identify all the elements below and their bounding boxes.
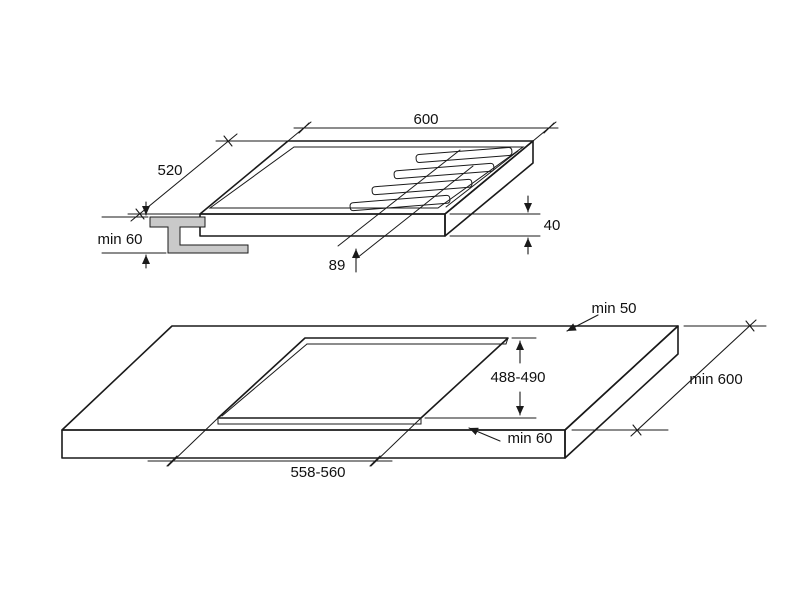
worktop-right-face xyxy=(564,325,679,459)
tick xyxy=(745,320,755,332)
leader-arrow xyxy=(566,314,599,332)
hob-width-label: 600 xyxy=(413,111,438,128)
extension-line xyxy=(167,417,219,467)
tick xyxy=(298,122,310,134)
leader-line xyxy=(356,165,474,259)
worktop-depth-label: min 600 xyxy=(689,371,742,388)
tick xyxy=(632,424,642,436)
dim-hob-depth: 520 xyxy=(127,133,289,222)
tick xyxy=(369,455,381,467)
burner-offset-label: 89 xyxy=(329,257,346,274)
hob-rim xyxy=(208,146,525,209)
hob-drawing xyxy=(199,140,534,237)
grate-bar xyxy=(393,162,495,180)
tick xyxy=(166,455,178,467)
dim-back-clearance: min 50 xyxy=(566,300,637,332)
dim-front-clearance: min 60 xyxy=(468,427,553,447)
worktop-top-face xyxy=(61,325,679,431)
cutout-width-label: 558-560 xyxy=(290,464,345,481)
back-clearance-label: min 50 xyxy=(591,300,636,317)
dim-hob-width: 600 xyxy=(287,111,559,142)
worktop-front-face xyxy=(61,429,566,459)
worktop-cutout xyxy=(217,337,509,419)
hob-height-label: 40 xyxy=(544,217,561,234)
worktop-drawing xyxy=(61,325,679,459)
side-clearance-label: min 60 xyxy=(97,231,142,248)
dim-cutout-depth: 488-490 xyxy=(424,337,546,419)
cutout-inner-edge xyxy=(505,337,509,345)
dimension-line xyxy=(630,319,757,437)
grate-bar xyxy=(415,146,513,164)
leader-line xyxy=(337,149,461,247)
dim-side-clearance: min 60 xyxy=(97,201,249,269)
cutout-inner-edge xyxy=(221,343,308,417)
hob-right-face xyxy=(444,140,534,237)
cutout-depth-label: 488-490 xyxy=(490,369,545,386)
hob-depth-label: 520 xyxy=(157,162,182,179)
grate-bar xyxy=(371,178,473,196)
tick xyxy=(543,122,555,134)
bracket-profile xyxy=(149,216,249,254)
grate-bars xyxy=(349,146,519,212)
tick xyxy=(223,135,233,147)
dim-worktop-depth: min 600 xyxy=(571,319,767,437)
front-clearance-label: min 60 xyxy=(507,430,552,447)
dim-cutout-width: 558-560 xyxy=(147,417,422,481)
extension-line xyxy=(370,417,422,467)
grate-rail xyxy=(445,150,519,208)
dim-hob-height: 40 xyxy=(449,195,561,255)
hob-top-face xyxy=(199,140,534,215)
leader-arrow xyxy=(468,427,501,442)
grate-bar xyxy=(349,194,451,212)
dim-burner-offset: 89 xyxy=(329,149,474,274)
